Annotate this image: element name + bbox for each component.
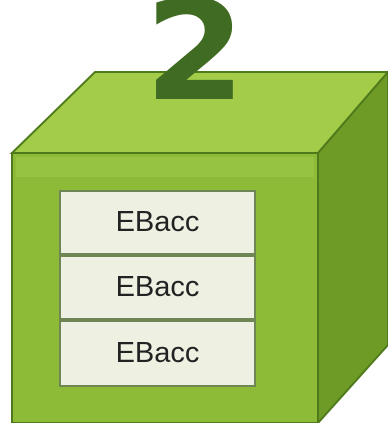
- ebacc-slot-1: EBacc: [59, 190, 256, 255]
- ebacc-slot-2: EBacc: [59, 255, 256, 320]
- cube-front-highlight: [16, 157, 314, 177]
- ebacc-slot-3: EBacc: [59, 320, 256, 387]
- cube-number: 2: [144, 0, 246, 132]
